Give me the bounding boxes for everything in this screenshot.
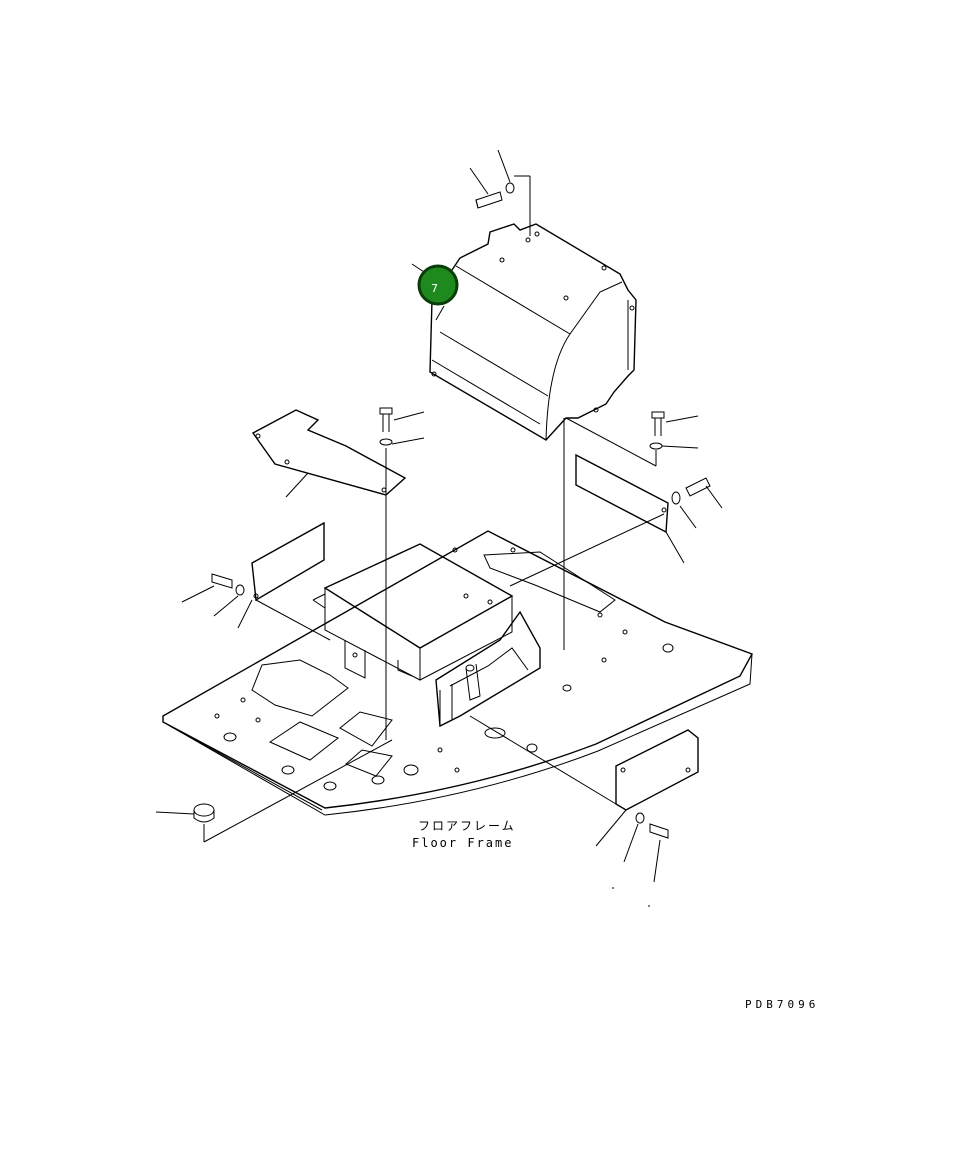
plate-left-side <box>237 521 331 641</box>
bracket <box>435 610 541 728</box>
fasteners <box>155 149 723 907</box>
plate-left-top <box>251 409 407 498</box>
floor-frame <box>162 530 754 816</box>
top-cover <box>429 223 637 441</box>
floor-frame-label-jp: フロアフレーム <box>418 819 516 833</box>
drawing-code: PDB7096 <box>745 998 819 1011</box>
floor-frame-label-en: Floor Frame <box>412 836 513 850</box>
center-box <box>312 543 514 681</box>
plate-front-right <box>469 715 699 847</box>
callout-number: 7 <box>431 282 438 295</box>
callout-7[interactable]: 7 <box>411 263 459 321</box>
plate-right-side <box>509 453 685 587</box>
